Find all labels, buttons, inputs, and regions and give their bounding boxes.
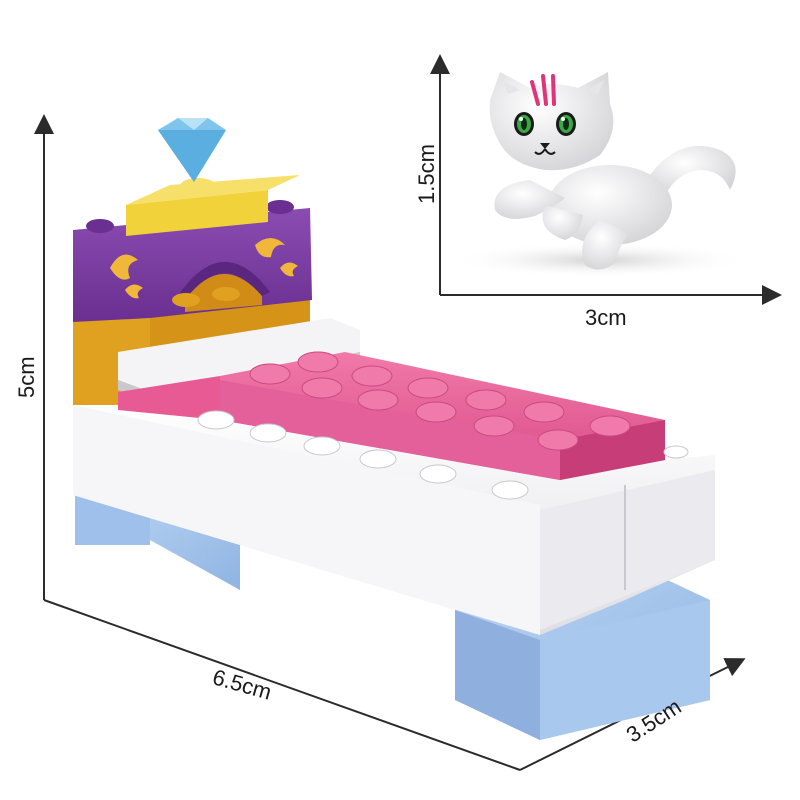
- cat-width-label: 3cm: [585, 305, 627, 330]
- bed-height-label: 5cm: [14, 356, 39, 398]
- pink-mattress-lower: [118, 376, 220, 420]
- pink-studs: [249, 351, 631, 451]
- cat-stripes: [530, 74, 556, 106]
- lego-bed: [73, 118, 715, 740]
- cat-figure: [450, 72, 750, 278]
- headboard-yellow-block: [126, 190, 268, 236]
- white-studs: [197, 410, 689, 500]
- pillow-plate: [118, 318, 360, 392]
- cat-height-label: 1.5cm: [414, 144, 439, 204]
- cat-dimension-arrows: [430, 54, 782, 305]
- cat-head: [489, 72, 614, 171]
- cat-eyes: [514, 112, 576, 136]
